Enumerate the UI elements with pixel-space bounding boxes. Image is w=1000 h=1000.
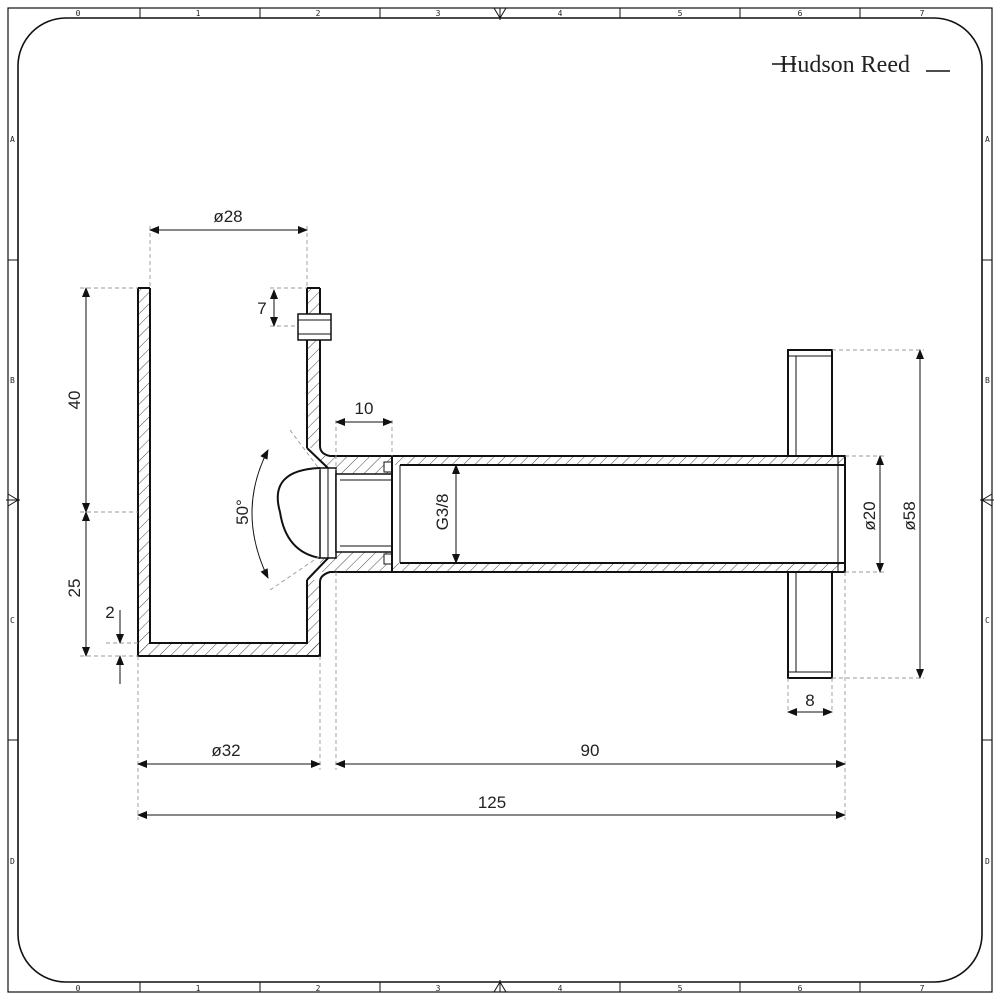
dim-d40-label: 40 <box>65 391 84 410</box>
tube-outline <box>391 455 846 573</box>
ruler-row-d-left: D <box>10 857 15 866</box>
ruler-col-0-bottom: 0 <box>76 984 81 993</box>
thread-notch-bottom <box>383 553 393 565</box>
cup-left-wall <box>138 288 150 656</box>
part-section <box>137 287 846 679</box>
brand-logo-text: Hudson Reed <box>780 52 910 78</box>
ruler-col-2-bottom: 2 <box>316 984 321 993</box>
dim-d125-label: 125 <box>478 793 506 812</box>
ruler-row-b-left: B <box>10 376 15 385</box>
cup-right-wall-lower <box>307 580 320 656</box>
dim-g38-label: G3/8 <box>433 494 452 531</box>
set-screw <box>297 313 332 341</box>
extension-lines <box>80 226 924 820</box>
ruler-col-2-top: 2 <box>316 9 321 18</box>
tube-wall-top <box>392 456 845 465</box>
cup-right-wall-upper <box>307 288 320 448</box>
cup-inner-outline <box>149 288 308 644</box>
ball-joint-dome <box>276 467 321 559</box>
ruler-col-0-top: 0 <box>76 9 81 18</box>
ruler-col-7-bottom: 7 <box>920 984 925 993</box>
dim-d10-label: 10 <box>355 399 374 418</box>
ruler-col-4-top: 4 <box>558 9 563 18</box>
ruler-col-5-top: 5 <box>678 9 683 18</box>
drawing-frame <box>17 17 983 983</box>
neck-hatch-bottom <box>320 552 392 572</box>
dim-angle-label: 50° <box>233 499 252 525</box>
ruler-ticks <box>6 7 994 993</box>
ruler-col-6-bottom: 6 <box>798 984 803 993</box>
ruler-row-a-left: A <box>10 135 15 144</box>
ruler-col-4-bottom: 4 <box>558 984 563 993</box>
dim-d2-label: 2 <box>105 603 114 622</box>
dimension-lines <box>82 226 924 819</box>
ruler-col-3-top: 3 <box>436 9 441 18</box>
cup-outer-outline <box>137 288 392 657</box>
dim-d7-label: 7 <box>257 299 266 318</box>
dim-d32-label: ø32 <box>211 741 240 760</box>
dim-d8-label: 8 <box>805 691 814 710</box>
dim-d20-label: ø20 <box>860 501 879 530</box>
cup-right-upper-outline <box>306 288 392 457</box>
cup-bottom-wall <box>138 643 320 656</box>
ruler-col-5-bottom: 5 <box>678 984 683 993</box>
dim-d25-label: 25 <box>65 579 84 598</box>
flange-upper <box>787 349 833 457</box>
dim-d28-label: ø28 <box>213 207 242 226</box>
thread-bore <box>335 473 393 553</box>
neck-hatch-top <box>320 456 392 474</box>
ruler-row-d-right: D <box>985 857 990 866</box>
ruler-col-3-bottom: 3 <box>436 984 441 993</box>
dim-d58-label: ø58 <box>900 501 919 530</box>
thread-notch-top <box>383 461 393 473</box>
ruler-col-7-top: 7 <box>920 9 925 18</box>
ruler-row-c-left: C <box>10 616 15 625</box>
dim-d90-label: 90 <box>581 741 600 760</box>
ruler-row-c-right: C <box>985 616 990 625</box>
ruler-row-b-right: B <box>985 376 990 385</box>
ruler-col-1-bottom: 1 <box>196 984 201 993</box>
ruler-col-1-top: 1 <box>196 9 201 18</box>
ruler-row-a-right: A <box>985 135 990 144</box>
flange-lower <box>787 571 833 679</box>
tube-wall-bottom <box>392 563 845 572</box>
ruler-col-6-top: 6 <box>798 9 803 18</box>
